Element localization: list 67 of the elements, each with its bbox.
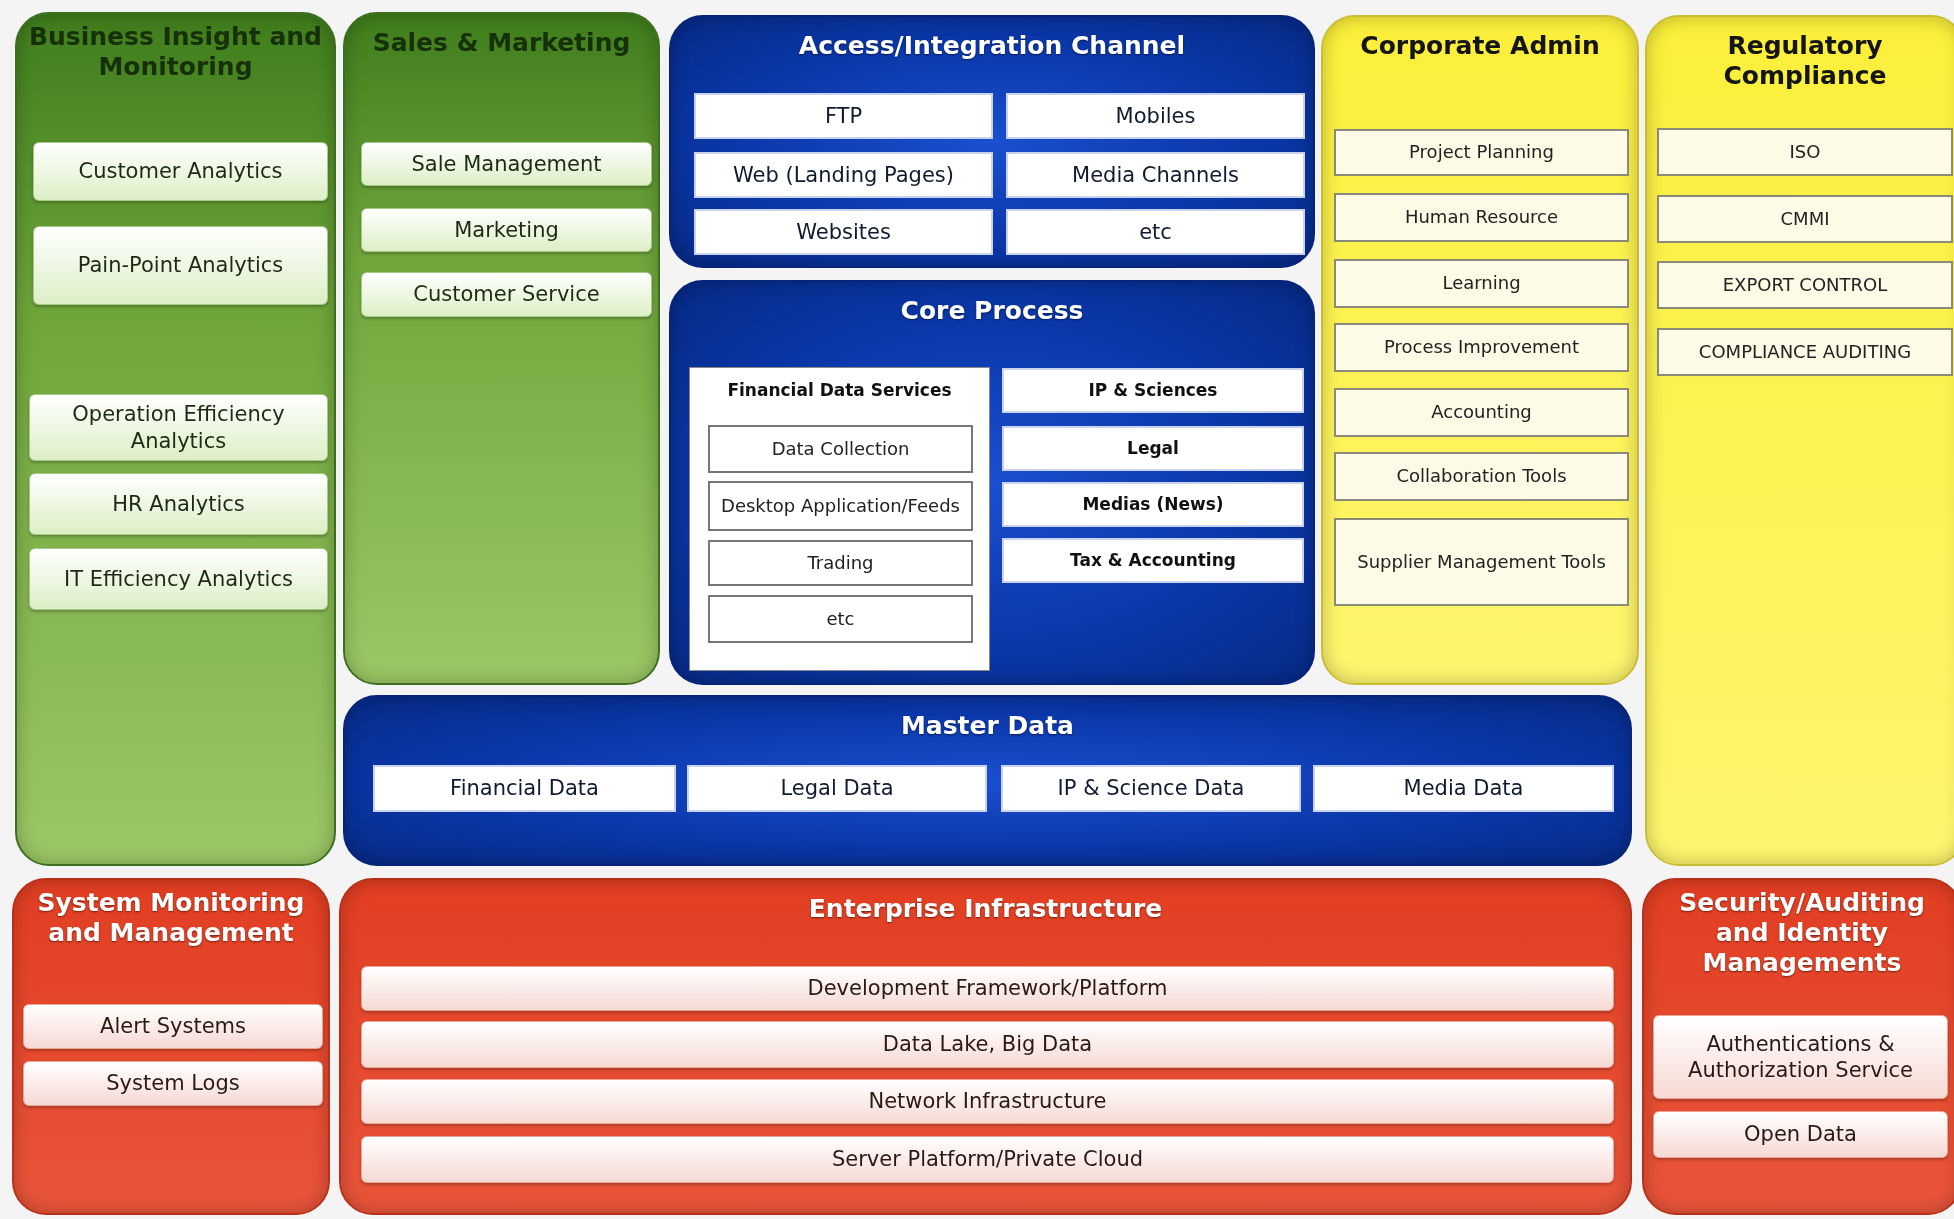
component-box: Collaboration Tools [1334,452,1629,501]
component-box: Supplier Management Tools [1334,518,1629,606]
component-box: Financial Data [373,765,676,812]
panel-title: Corporate Admin [1359,31,1601,61]
panel-title: Enterprise Infrastructure [807,894,1164,924]
group-panel [669,15,1315,268]
component-box: etc [1006,209,1305,255]
component-box: Accounting [1334,388,1629,437]
component-box: Sale Management [361,142,652,186]
component-box: Customer Service [361,272,652,317]
component-box: HR Analytics [29,473,328,535]
component-box: Websites [694,209,993,255]
component-box: Alert Systems [23,1004,323,1049]
component-box: ISO [1657,128,1953,176]
component-box: FTP [694,93,993,139]
component-box: Process Improvement [1334,323,1629,372]
group-panel [12,878,330,1215]
panel-title: Access/Integration Channel [797,31,1187,61]
component-box: Desktop Application/Feeds [708,481,973,531]
component-box: System Logs [23,1061,323,1106]
component-box: EXPORT CONTROL [1657,261,1953,309]
group-panel [343,695,1632,866]
component-box: Open Data [1653,1111,1948,1158]
panel-title: Sales & Marketing [371,28,632,58]
component-box: Learning [1334,259,1629,308]
component-box: Human Resource [1334,193,1629,242]
panel-title: Master Data [900,711,1075,741]
group-panel [669,280,1315,685]
group-panel [1642,878,1954,1215]
component-box: Media Channels [1006,152,1305,198]
component-box: IP & Science Data [1001,765,1301,812]
group-panel [689,367,990,671]
component-box: Pain-Point Analytics [33,226,328,305]
panel-title: System Monitoring and Management [36,888,306,948]
panel-title: Core Process [899,296,1085,326]
component-box: IP & Sciences [1002,368,1304,413]
component-box: Operation Efficiency Analytics [29,394,328,461]
component-box: Media Data [1313,765,1614,812]
component-box: IT Efficiency Analytics [29,548,328,610]
component-box: Web (Landing Pages) [694,152,993,198]
component-box: Mobiles [1006,93,1305,139]
component-box: Data Collection [708,425,973,473]
component-box: COMPLIANCE AUDITING [1657,328,1953,376]
component-box: etc [708,595,973,643]
panel-title: Business Insight and Monitoring [28,22,323,82]
component-box: Marketing [361,208,652,252]
component-box: Legal [1002,426,1304,471]
panel-title: Security/Auditing and Identity Managements [1678,888,1926,978]
group-panel [1645,15,1954,866]
component-box: Server Platform/Private Cloud [361,1136,1614,1183]
component-box: Network Infrastructure [361,1079,1614,1124]
component-box: Development Framework/Platform [361,966,1614,1011]
component-box: CMMI [1657,195,1953,243]
component-box: Legal Data [687,765,987,812]
component-box: Project Planning [1334,129,1629,176]
component-box: Trading [708,540,973,586]
group-panel [343,12,660,685]
component-box: Medias (News) [1002,482,1304,527]
group-panel [339,878,1632,1215]
panel-title: Financial Data Services [726,380,953,400]
component-box: Customer Analytics [33,142,328,201]
component-box: Authentications & Authorization Service [1653,1015,1948,1099]
component-box: Tax & Accounting [1002,538,1304,583]
component-box: Data Lake, Big Data [361,1021,1614,1068]
group-panel [15,12,336,866]
panel-title: Regulatory Compliance [1722,31,1888,91]
group-panel [1321,15,1639,685]
